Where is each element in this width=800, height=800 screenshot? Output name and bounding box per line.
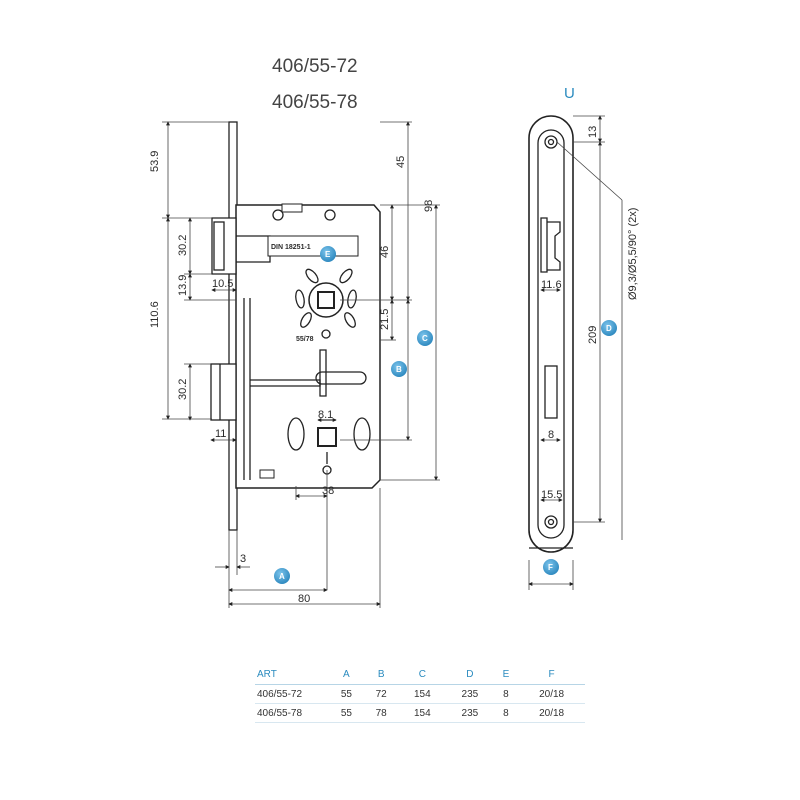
faceplate-side-view (528, 115, 574, 553)
lock-front-view (210, 121, 381, 531)
dim-15-5: 15.5 (541, 489, 562, 501)
svg-text:E: E (325, 250, 331, 259)
col-a: A (329, 666, 364, 685)
dim-30-2-bolt: 30.2 (177, 379, 189, 400)
svg-text:A: A (279, 572, 285, 581)
dim-45: 45 (395, 156, 407, 168)
dim-11-6: 11.6 (541, 279, 562, 291)
col-f: F (518, 666, 585, 685)
callout-e: E (320, 246, 336, 262)
model-engraving: 55/78 (296, 336, 314, 343)
callout-f: F (543, 559, 559, 575)
col-d: D (446, 666, 494, 685)
callout-a: A (274, 568, 290, 584)
dim-11: 11 (215, 428, 226, 440)
front-dimension-lines (162, 121, 440, 608)
dim-46: 46 (379, 246, 391, 258)
spec-table: ART A B C D E F 406/55-72 55 72 154 235 … (255, 666, 585, 723)
callout-c: C (417, 330, 433, 346)
dim-98: 98 (423, 200, 435, 212)
svg-text:D: D (606, 324, 612, 333)
dim-110-6: 110.6 (149, 301, 161, 328)
col-c: C (398, 666, 447, 685)
callout-b: B (391, 361, 407, 377)
dim-13-9: 13.9 (177, 275, 189, 296)
dim-10-5: 10.5 (212, 278, 233, 290)
table-header-row: ART A B C D E F (255, 666, 585, 685)
svg-text:F: F (548, 563, 553, 572)
dim-8-1: 8.1 (318, 409, 333, 421)
dim-8: 8 (548, 429, 554, 441)
col-e: E (493, 666, 519, 685)
dim-21-5: 21.5 (379, 309, 391, 330)
dim-hole-note: Ø9,3/Ø5,5/90° (2x) (627, 208, 639, 300)
din-engraving: DIN 18251-1 (271, 244, 311, 251)
svg-text:C: C (422, 334, 428, 343)
col-art: ART (255, 666, 329, 685)
callout-d: D (601, 320, 617, 336)
dim-53-9: 53.9 (149, 151, 161, 172)
model-title-1: 406/55-72 (272, 56, 358, 77)
side-dimension-lines (528, 115, 623, 590)
table-row: 406/55-78 55 78 154 235 8 20/18 (255, 703, 585, 723)
dim-80: 80 (298, 593, 310, 605)
side-view-label: U (564, 85, 575, 102)
dim-13: 13 (587, 126, 599, 138)
model-title-2: 406/55-78 (272, 92, 358, 113)
table-row: 406/55-72 55 72 154 235 8 20/18 (255, 684, 585, 704)
dim-38: 38 (322, 485, 334, 497)
dim-209: 209 (587, 326, 599, 344)
svg-text:B: B (396, 365, 402, 374)
dim-3: 3 (240, 553, 246, 565)
col-b: B (363, 666, 399, 685)
dim-30-2-latch: 30.2 (177, 235, 189, 256)
